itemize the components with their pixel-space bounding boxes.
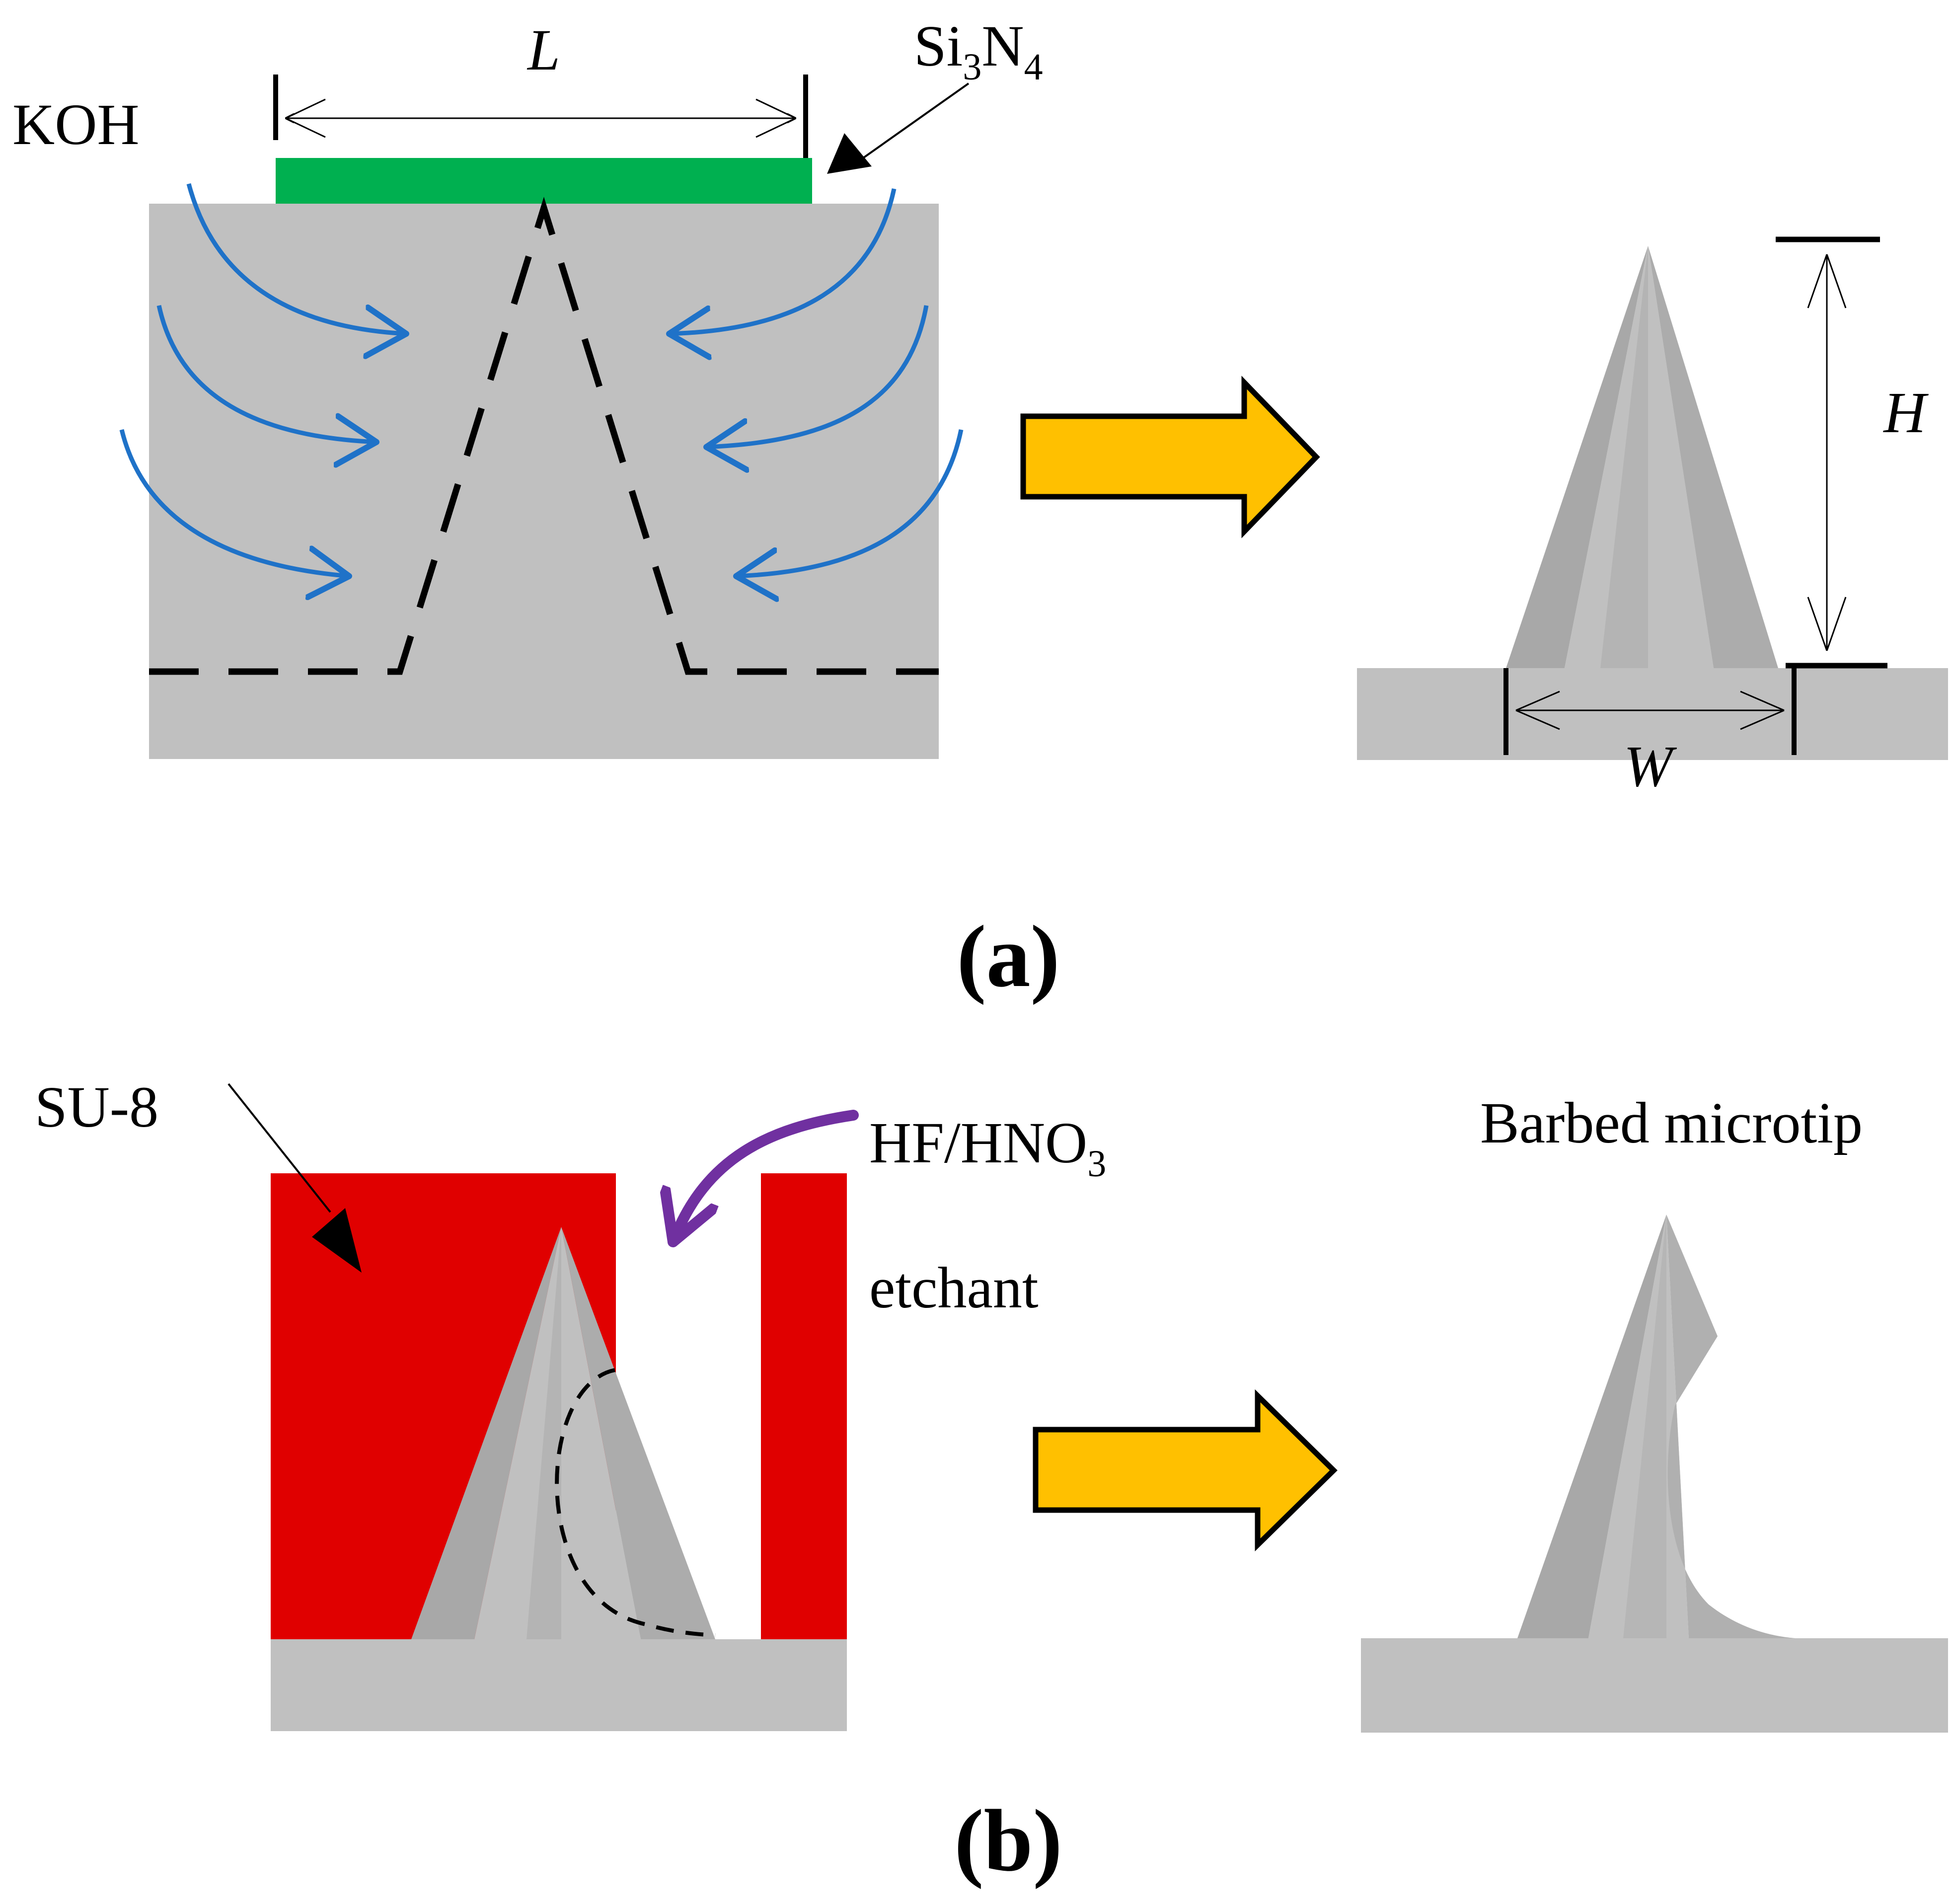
si3n4-label: Si3N4 [914,13,1043,88]
embedded-tip-right-face [561,1227,715,1639]
microtip-a [1357,246,1948,760]
caption-b: (b) [954,1791,1062,1890]
process-arrow-b [1033,1389,1338,1552]
si3n4-label-si: Si [914,13,963,78]
width-symbol: W [1624,734,1677,799]
etchant-label-base: HF/HNO [869,1110,1087,1175]
caption-a: (a) [957,907,1060,1005]
etch-profile-dashed [149,197,939,675]
silicon-substrate-a [149,204,939,759]
koh-flow-arrows-left [119,183,407,576]
barbed-microtip [1361,1215,1948,1733]
width-dimension [1503,666,1797,755]
tip-face-right [1648,246,1778,668]
panel-b: SU-8 HF/HNO3 etchant Barbed microtip (b) [35,1074,1948,1890]
flow-arrow-left-2 [156,305,377,442]
etchant-flow-arrow [673,1110,859,1247]
barbed-tip-mid-face [1623,1215,1666,1638]
flow-arrow-left-3 [119,429,350,576]
si3n4-label-sub3: 3 [963,46,981,88]
height-symbol: H [1882,380,1929,445]
etchant-label: HF/HNO3 [869,1110,1106,1185]
height-dimension [1776,236,1887,669]
flow-arrow-left-1 [186,183,407,334]
silicon-base-a [1357,668,1948,760]
barbed-tip-left-face [1517,1215,1666,1638]
embedded-tip-left-face [411,1227,561,1639]
silicon-base-b [1361,1638,1948,1733]
flow-arrow-right-3 [735,429,964,576]
koh-flow-arrows-right [668,188,964,576]
si3n4-pointer [827,82,970,174]
koh-label: KOH [12,92,140,157]
si3n4-mask [276,158,812,204]
si3n4-label-sub4: 4 [1024,46,1043,88]
panel-a: L KOH Si3N4 H [12,13,1948,1005]
etchant-label-sub: 3 [1087,1143,1106,1185]
embedded-tip-mid-face [526,1227,561,1639]
mask-width-dimension [273,75,808,158]
etchant-label-line2: etchant [869,1255,1039,1320]
barbed-microtip-label: Barbed microtip [1480,1090,1863,1155]
tip-face-mid [1600,246,1648,668]
flow-arrow-right-1 [668,188,897,334]
barbed-tip-right-face [1666,1215,1796,1638]
mask-width-symbol: L [526,17,560,82]
flow-arrow-right-2 [705,305,929,447]
su8-label: SU-8 [35,1074,158,1140]
su8-resist-right [761,1173,847,1639]
tip-face-left [1506,246,1648,668]
su8-pointer [227,1083,362,1273]
silicon-substrate-b [271,1639,847,1731]
process-arrow-a [1020,376,1320,538]
si3n4-label-n: N [981,13,1024,78]
